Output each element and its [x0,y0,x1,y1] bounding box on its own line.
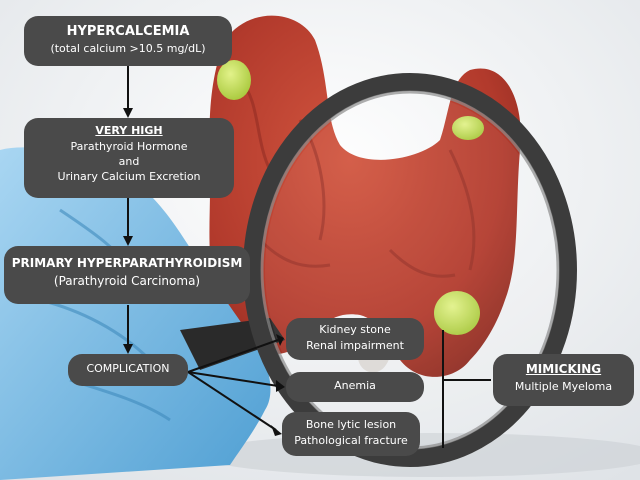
very-high-title: VERY HIGH [95,124,163,137]
very-high-line2: and [118,155,140,168]
primary-detail: (Parathyroid Carcinoma) [53,274,201,288]
anemia-outcome-box: Anemia [286,372,424,402]
mimicking-title: MIMICKING [525,362,602,376]
flow-arrows [123,66,491,448]
primary-hyperparathyroidism-box: PRIMARY HYPERPARATHYROIDISM (Parathyroid… [4,246,250,304]
mimicking-detail: Multiple Myeloma [514,380,613,393]
bone-line1: Bone lytic lesion [305,418,397,431]
bone-outcome-box: Bone lytic lesion Pathological fracture [282,412,420,456]
very-high-box: VERY HIGH Parathyroid Hormone and Urinar… [24,118,234,198]
complication-label: COMPLICATION [86,362,170,375]
mimicking-box: MIMICKING Multiple Myeloma [493,354,634,406]
primary-title: PRIMARY HYPERPARATHYROIDISM [11,256,243,270]
hypercalcemia-box: HYPERCALCEMIA (total calcium >10.5 mg/dL… [24,16,232,66]
kidney-line1: Kidney stone [319,323,391,336]
anemia-line1: Anemia [334,379,376,392]
bone-line2: Pathological fracture [294,434,408,447]
nodule-upper-left [217,60,251,100]
kidney-outcome-box: Kidney stone Renal impairment [286,318,424,360]
nodule-upper-right [452,116,484,140]
kidney-line2: Renal impairment [306,339,404,352]
complication-box: COMPLICATION [68,354,188,386]
hypercalcemia-title: HYPERCALCEMIA [66,24,190,39]
nodule-lower-right [434,291,480,335]
hypercalcemia-detail: (total calcium >10.5 mg/dL) [50,42,206,55]
very-high-line1: Parathyroid Hormone [70,140,188,153]
very-high-line3: Urinary Calcium Excretion [57,170,201,183]
